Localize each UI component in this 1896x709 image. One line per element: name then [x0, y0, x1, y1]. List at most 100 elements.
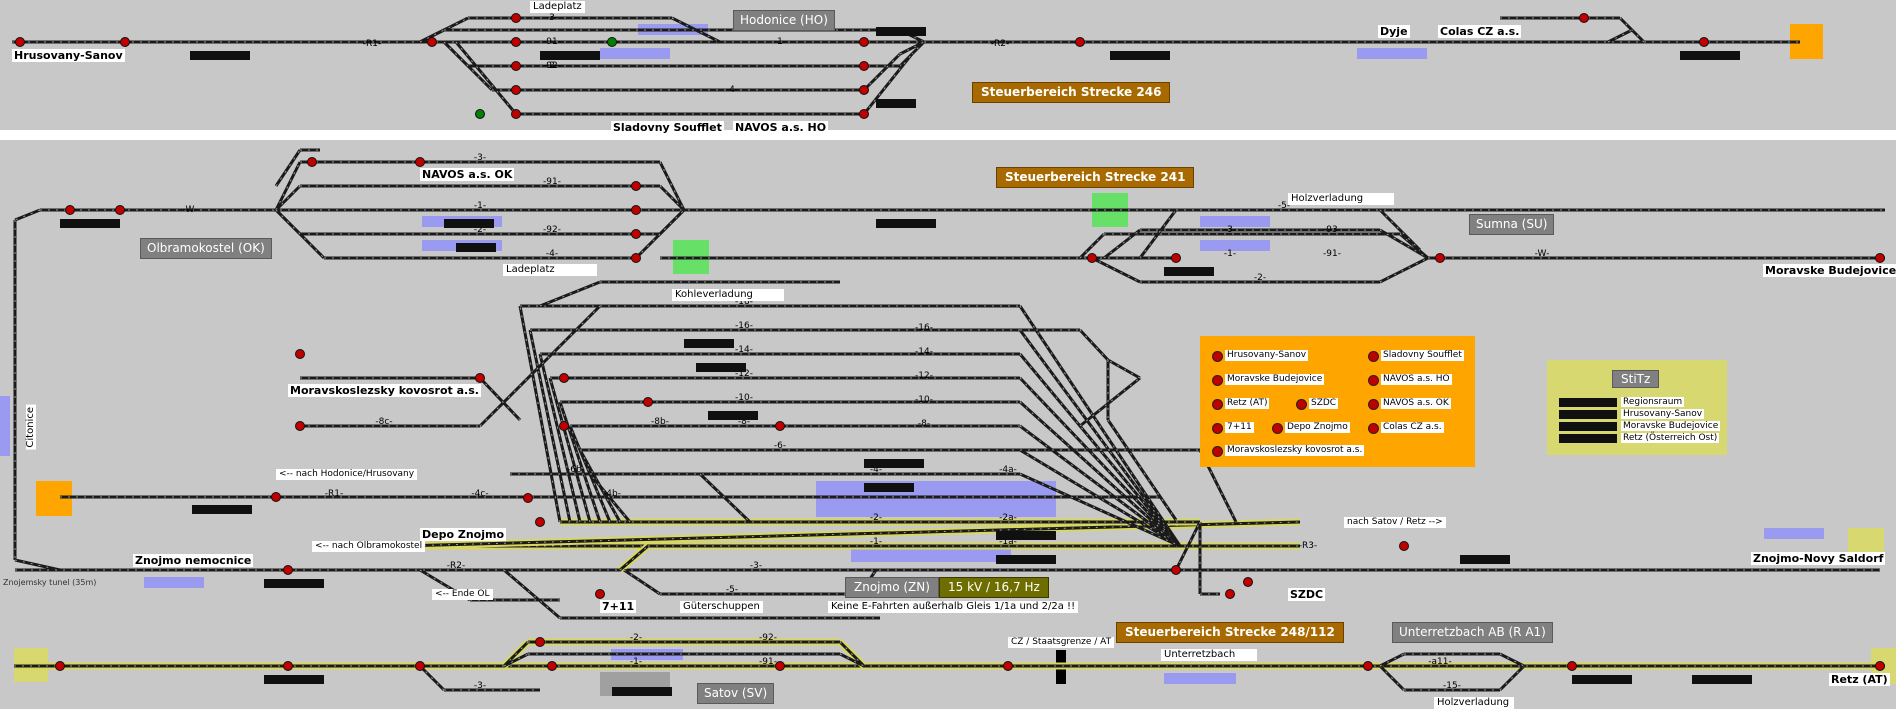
track-segment: [419, 28, 445, 44]
signal-icon: [1875, 253, 1885, 263]
depo-znojmo[interactable]: Depo Znojmo: [420, 528, 507, 541]
track-segment: [14, 558, 61, 572]
legend-navos-ho[interactable]: NAVOS a.s. HO: [1381, 374, 1452, 385]
legend-7-11[interactable]: 7+11: [1225, 422, 1254, 433]
track-number: -4a-: [999, 465, 1017, 475]
note-kohleverladung: Kohleverladung: [672, 289, 784, 301]
legend-depo[interactable]: Depo Znojmo: [1285, 422, 1350, 433]
label-citonice: Citonice: [25, 405, 36, 450]
signal-icon: [631, 229, 641, 239]
track-number: -9-: [1134, 0, 1146, 1]
track-segment: [518, 305, 562, 523]
signal-icon: [295, 349, 305, 359]
track-ties: [1379, 665, 1405, 691]
station-retz[interactable]: Retz (AT): [1829, 673, 1890, 686]
platform: [1200, 216, 1270, 227]
track-segment: [1379, 652, 1405, 668]
stitz-indicator: [1559, 410, 1617, 419]
area-248[interactable]: Steuerbereich Strecke 248/112: [1116, 622, 1344, 643]
track-number: -8-: [918, 419, 930, 429]
track-number: -R3-: [1299, 541, 1317, 551]
track-ties: [671, 17, 721, 43]
station-satov[interactable]: Satov (SV): [697, 683, 775, 704]
signal-icon: [1225, 589, 1235, 599]
track-number: -R2-: [447, 561, 465, 571]
power-warning: Keine E-Fahrten außerhalb Gleis 1/1a und…: [828, 601, 1079, 613]
train-number-field: [612, 687, 672, 696]
stitz-title[interactable]: StiTz: [1612, 370, 1660, 388]
track-ties: [1499, 665, 1525, 691]
track-number: -1-: [630, 657, 642, 667]
signal-icon: [1087, 253, 1097, 263]
signal-icon: [1579, 13, 1589, 23]
signal-icon: [511, 37, 521, 47]
track-number: -W-: [1535, 249, 1550, 259]
station-znojmo[interactable]: Znojmo (ZN): [845, 577, 939, 598]
stitz-item[interactable]: Regionsraum: [1621, 397, 1685, 407]
industry-sladovny[interactable]: Sladovny Soufflet: [611, 121, 724, 134]
legend-dot: [1212, 446, 1223, 457]
szdc-label[interactable]: SZDC: [1288, 588, 1326, 601]
track-number: -1-: [474, 201, 486, 211]
area-241[interactable]: Steuerbereich Strecke 241: [996, 167, 1195, 188]
station-sumna[interactable]: Sumna (SU): [1469, 214, 1555, 235]
dir-ende-ol: <-- Ende OL: [432, 589, 493, 600]
track-ties: [859, 569, 877, 595]
track-ties: [1199, 449, 1237, 523]
station-moravske[interactable]: Moravske Budejovice: [1763, 264, 1896, 277]
train-number-field: [708, 411, 758, 420]
stitz-item[interactable]: Hrusovany-Sanov: [1621, 409, 1705, 419]
station-hrusovany[interactable]: Hrusovany-Sanov: [12, 49, 125, 62]
track-segment: [503, 652, 529, 668]
area-246[interactable]: Steuerbereich Strecke 246: [972, 82, 1171, 103]
track-ties: [1019, 353, 1181, 547]
station-unterretzbach[interactable]: Unterretzbach AB (R A1): [1392, 622, 1553, 643]
track-segment: [538, 353, 582, 523]
train-number-field: [192, 505, 252, 514]
signal-icon: [295, 421, 305, 431]
industry-colas[interactable]: Colas CZ a.s.: [1438, 25, 1522, 38]
track-ties: [1175, 521, 1201, 571]
track-ties: [699, 473, 751, 523]
station-znojmo-nova[interactable]: Znojmo-Novy Saldorf: [1751, 552, 1886, 565]
track-segment: [1607, 28, 1633, 44]
industry-moravskoslezsky[interactable]: Moravskoslezsky kovosrot a.s.: [288, 384, 481, 397]
signal-icon: [415, 157, 425, 167]
legend-retz[interactable]: Retz (AT): [1225, 398, 1270, 409]
legend-hrusovany[interactable]: Hrusovany-Sanov: [1225, 350, 1309, 361]
station-olbramokostel[interactable]: Olbramokostel (OK): [140, 238, 272, 259]
legend-moravskoslezsky[interactable]: Moravskoslezsky kovosrot a.s.: [1225, 445, 1365, 456]
track-number: -91-: [1323, 249, 1341, 259]
legend-szdc[interactable]: SZDC: [1309, 398, 1339, 409]
track-segment: [1019, 472, 1181, 548]
station-hodonice[interactable]: Hodonice (HO): [733, 10, 835, 31]
signal-icon: [1399, 541, 1409, 551]
track-number: -92-: [543, 225, 561, 235]
track-segment: [14, 208, 41, 222]
track-segment: [899, 40, 925, 56]
signal-icon: [427, 37, 437, 47]
industry-7-11[interactable]: 7+11: [600, 600, 637, 613]
stitz-item[interactable]: Moravske Budejovice: [1621, 421, 1721, 431]
track-number: -W-: [183, 205, 198, 215]
track-number: -4-: [726, 85, 738, 95]
industry-navos-ho[interactable]: NAVOS a.s. HO: [733, 121, 829, 134]
track-ties: [275, 185, 301, 211]
train-number-field: [444, 219, 494, 228]
track-ties: [839, 641, 865, 667]
legend-moravske[interactable]: Moravske Budejovice: [1225, 374, 1325, 385]
stitz-item[interactable]: Retz (Österreich Ost): [1621, 433, 1720, 443]
legend-navos-ok[interactable]: NAVOS a.s. OK: [1381, 398, 1451, 409]
legend-sladovny[interactable]: Sladovny Soufflet: [1381, 350, 1464, 361]
legend-colas[interactable]: Colas CZ a.s.: [1381, 422, 1444, 433]
industry-navos-ok[interactable]: NAVOS a.s. OK: [420, 168, 515, 181]
signal-icon: [511, 61, 521, 71]
track-segment: [619, 544, 649, 572]
platform: [600, 48, 670, 59]
track-number: -92-: [759, 633, 777, 643]
stitz-indicator: [1559, 398, 1617, 407]
platform: [1764, 528, 1824, 539]
track-number: -14-: [735, 345, 753, 355]
platform: [1164, 673, 1236, 684]
